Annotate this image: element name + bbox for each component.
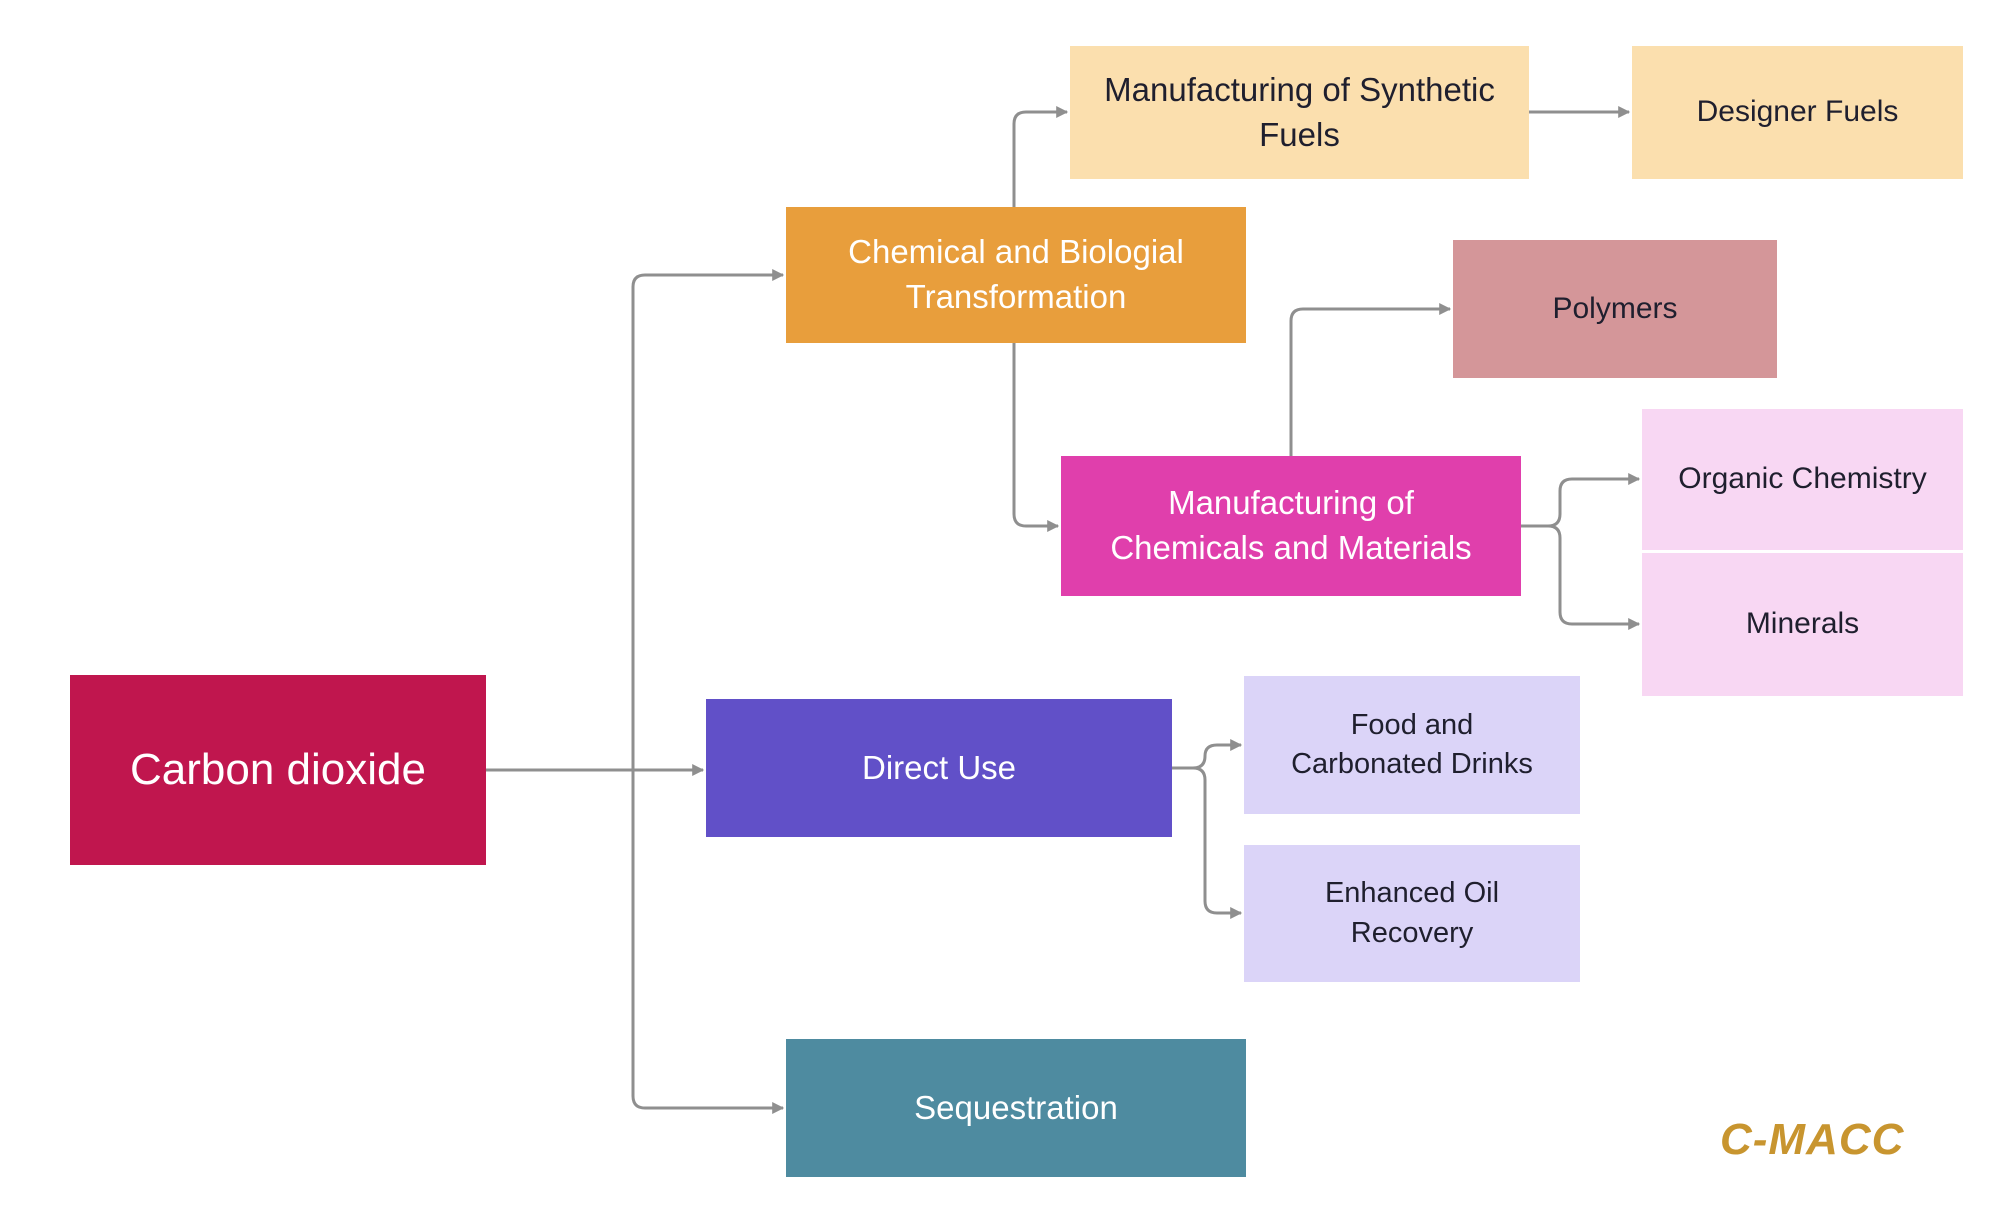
node-carbon-dioxide: Carbon dioxide <box>70 675 486 865</box>
edge-chemmat-to-organic <box>1521 473 1641 528</box>
node-designer-fuels: Designer Fuels <box>1632 46 1963 179</box>
node-sequestration: Sequestration <box>786 1039 1246 1177</box>
node-food-carbonated-drinks: Food and Carbonated Drinks <box>1244 676 1580 814</box>
node-organic-chemistry-label: Organic Chemistry <box>1678 462 1927 496</box>
node-enhanced-oil-recovery-label: Enhanced Oil Recovery <box>1324 877 1500 949</box>
node-manufacturing-chemicals-materials-label: Manufacturing of Chemicals and Materials <box>1110 484 1472 566</box>
node-carbon-dioxide-label: Carbon dioxide <box>130 745 426 795</box>
node-manufacturing-chemicals-materials: Manufacturing of Chemicals and Materials <box>1061 456 1521 596</box>
node-polymers-label: Polymers <box>1552 291 1678 325</box>
edge-chemmat-to-minerals <box>1521 524 1641 630</box>
node-enhanced-oil-recovery: Enhanced Oil Recovery <box>1244 845 1580 982</box>
edge-carbon-to-chemical <box>631 269 785 770</box>
cmacc-logo: C-MACC <box>1720 1115 1905 1164</box>
node-direct-use-label: Direct Use <box>861 748 1017 786</box>
node-manufacturing-synthetic-fuels: Manufacturing of Synthetic Fuels <box>1070 46 1529 179</box>
node-designer-fuels-label: Designer Fuels <box>1696 95 1899 129</box>
edge-direct-to-food <box>1172 739 1243 770</box>
node-minerals: Minerals <box>1642 553 1963 696</box>
node-organic-chemistry: Organic Chemistry <box>1642 409 1963 550</box>
edge-direct-to-eor <box>1172 766 1243 919</box>
edge-chemical-to-chemmat <box>1012 343 1060 532</box>
node-chemical-biological-transformation-label: Chemical and Biologial Transformation <box>848 233 1184 315</box>
node-direct-use: Direct Use <box>706 699 1172 837</box>
edge-chemmat-to-polymers <box>1289 303 1452 456</box>
node-polymers: Polymers <box>1453 240 1777 378</box>
node-sequestration-label: Sequestration <box>914 1088 1118 1126</box>
edge-chemical-to-synfuels <box>1012 106 1069 207</box>
node-food-carbonated-drinks-label: Food and Carbonated Drinks <box>1291 708 1533 780</box>
node-minerals-label: Minerals <box>1745 607 1860 641</box>
node-chemical-biological-transformation: Chemical and Biologial Transformation <box>786 207 1246 343</box>
node-manufacturing-synthetic-fuels-label: Manufacturing of Synthetic Fuels <box>1104 70 1495 153</box>
